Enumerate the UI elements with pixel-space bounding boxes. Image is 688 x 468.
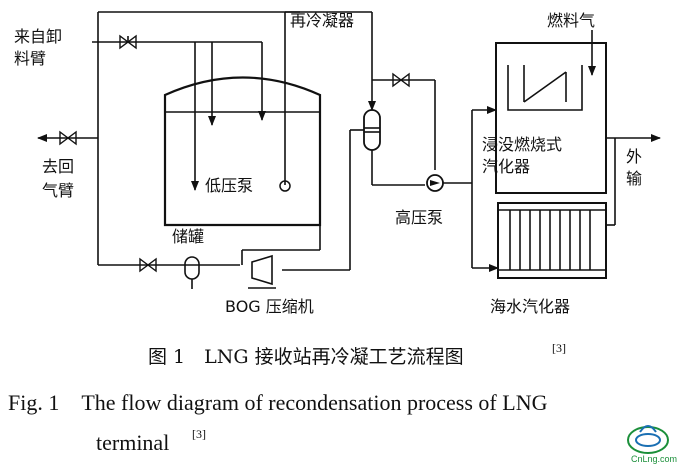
cnlng-logo: CnLng.com: [627, 425, 677, 464]
return-gas-line: [37, 130, 98, 146]
label-submerged-vaporizer-1: 浸没燃烧式: [482, 135, 562, 154]
label-bog-compressor: BOG 压缩机: [225, 297, 314, 316]
label-recondenser: 再冷凝器: [290, 11, 354, 30]
recondenser-vessel: [363, 109, 425, 186]
high-pressure-pump-icon: [426, 174, 472, 192]
export-line: [606, 134, 661, 226]
label-from-unloading-arm-2: 料臂: [14, 49, 46, 68]
label-tank: 储罐: [172, 227, 204, 246]
caption-en-line1: Fig. 1 The flow diagram of recondensatio…: [8, 390, 548, 415]
label-high-pressure-pump: 高压泵: [395, 208, 443, 227]
recondenser-bypass-line: [372, 72, 436, 170]
label-seawater-vaporizer: 海水汽化器: [490, 297, 570, 316]
label-export-1: 外: [626, 147, 642, 166]
label-fuel-gas: 燃料气: [547, 11, 595, 30]
label-submerged-vaporizer-2: 汽化器: [482, 157, 530, 176]
caption-cn: 图 1 LNG 接收站再冷凝工艺流程图: [148, 346, 464, 368]
unloading-valve: [119, 34, 137, 50]
low-pressure-pump-icon: [279, 180, 291, 192]
label-return-gas-arm-1: 去回: [42, 157, 74, 176]
label-from-unloading-arm-1: 来自卸: [14, 27, 62, 46]
bog-line: [241, 129, 364, 271]
storage-tank: [163, 76, 322, 227]
low-pressure-pump-line: [279, 11, 376, 192]
seawater-vaporizer: [497, 202, 607, 279]
label-return-gas-arm-2: 气臂: [42, 181, 74, 200]
caption-en-ref: [3]: [192, 427, 206, 441]
bog-compressor-icon: [248, 254, 276, 289]
label-export-2: 输: [626, 169, 642, 188]
caption-cn-ref: [3]: [552, 341, 566, 355]
caption-en-line2: terminal: [96, 430, 169, 455]
vaporizer-feed-lines: [471, 106, 499, 272]
bog-compressor-line: [98, 256, 240, 289]
label-low-pressure-pump: 低压泵: [205, 176, 253, 195]
watermark-text: CnLng.com: [631, 454, 677, 464]
submerged-vaporizer: [495, 30, 607, 194]
